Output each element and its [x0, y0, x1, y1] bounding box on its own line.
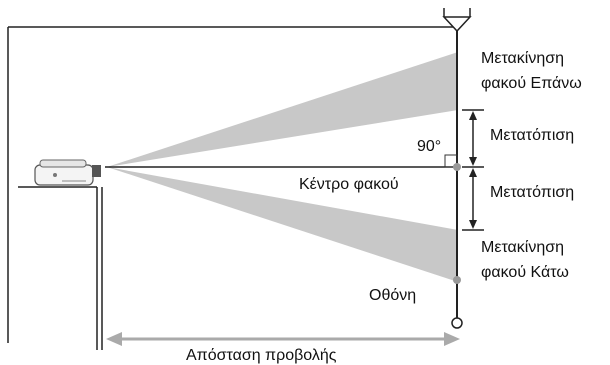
upper-beam [107, 52, 458, 167]
projector-stand [18, 186, 103, 350]
screen-label: Οθόνη [369, 287, 416, 304]
shift-dimension [462, 109, 484, 231]
screen-pull-ring-icon [451, 317, 463, 329]
lens-shift-up-label-line1: Μετακίνηση [481, 50, 564, 67]
ceiling-mount-icon [442, 8, 472, 33]
lens-shift-down-label-line2: φακού Κάτω [481, 264, 569, 281]
lens-center-point [453, 163, 461, 171]
lower-beam [107, 167, 458, 282]
right-angle-marker [444, 154, 458, 168]
screen-point [453, 276, 461, 284]
projection-distance-dimension [106, 332, 460, 346]
lens-center-label: Κέντρο φακού [299, 176, 399, 193]
projection-distance-label: Απόσταση προβολής [186, 347, 337, 364]
shift-upper-label: Μετατόπιση [490, 127, 574, 144]
shift-lower-label: Μετατόπιση [490, 184, 574, 201]
lens-shift-down-label-line1: Μετακίνηση [481, 239, 564, 256]
lens-shift-up-label-line2: φακού Επάνω [481, 75, 582, 92]
angle-label: 90° [417, 138, 441, 155]
projector-icon [34, 159, 101, 186]
